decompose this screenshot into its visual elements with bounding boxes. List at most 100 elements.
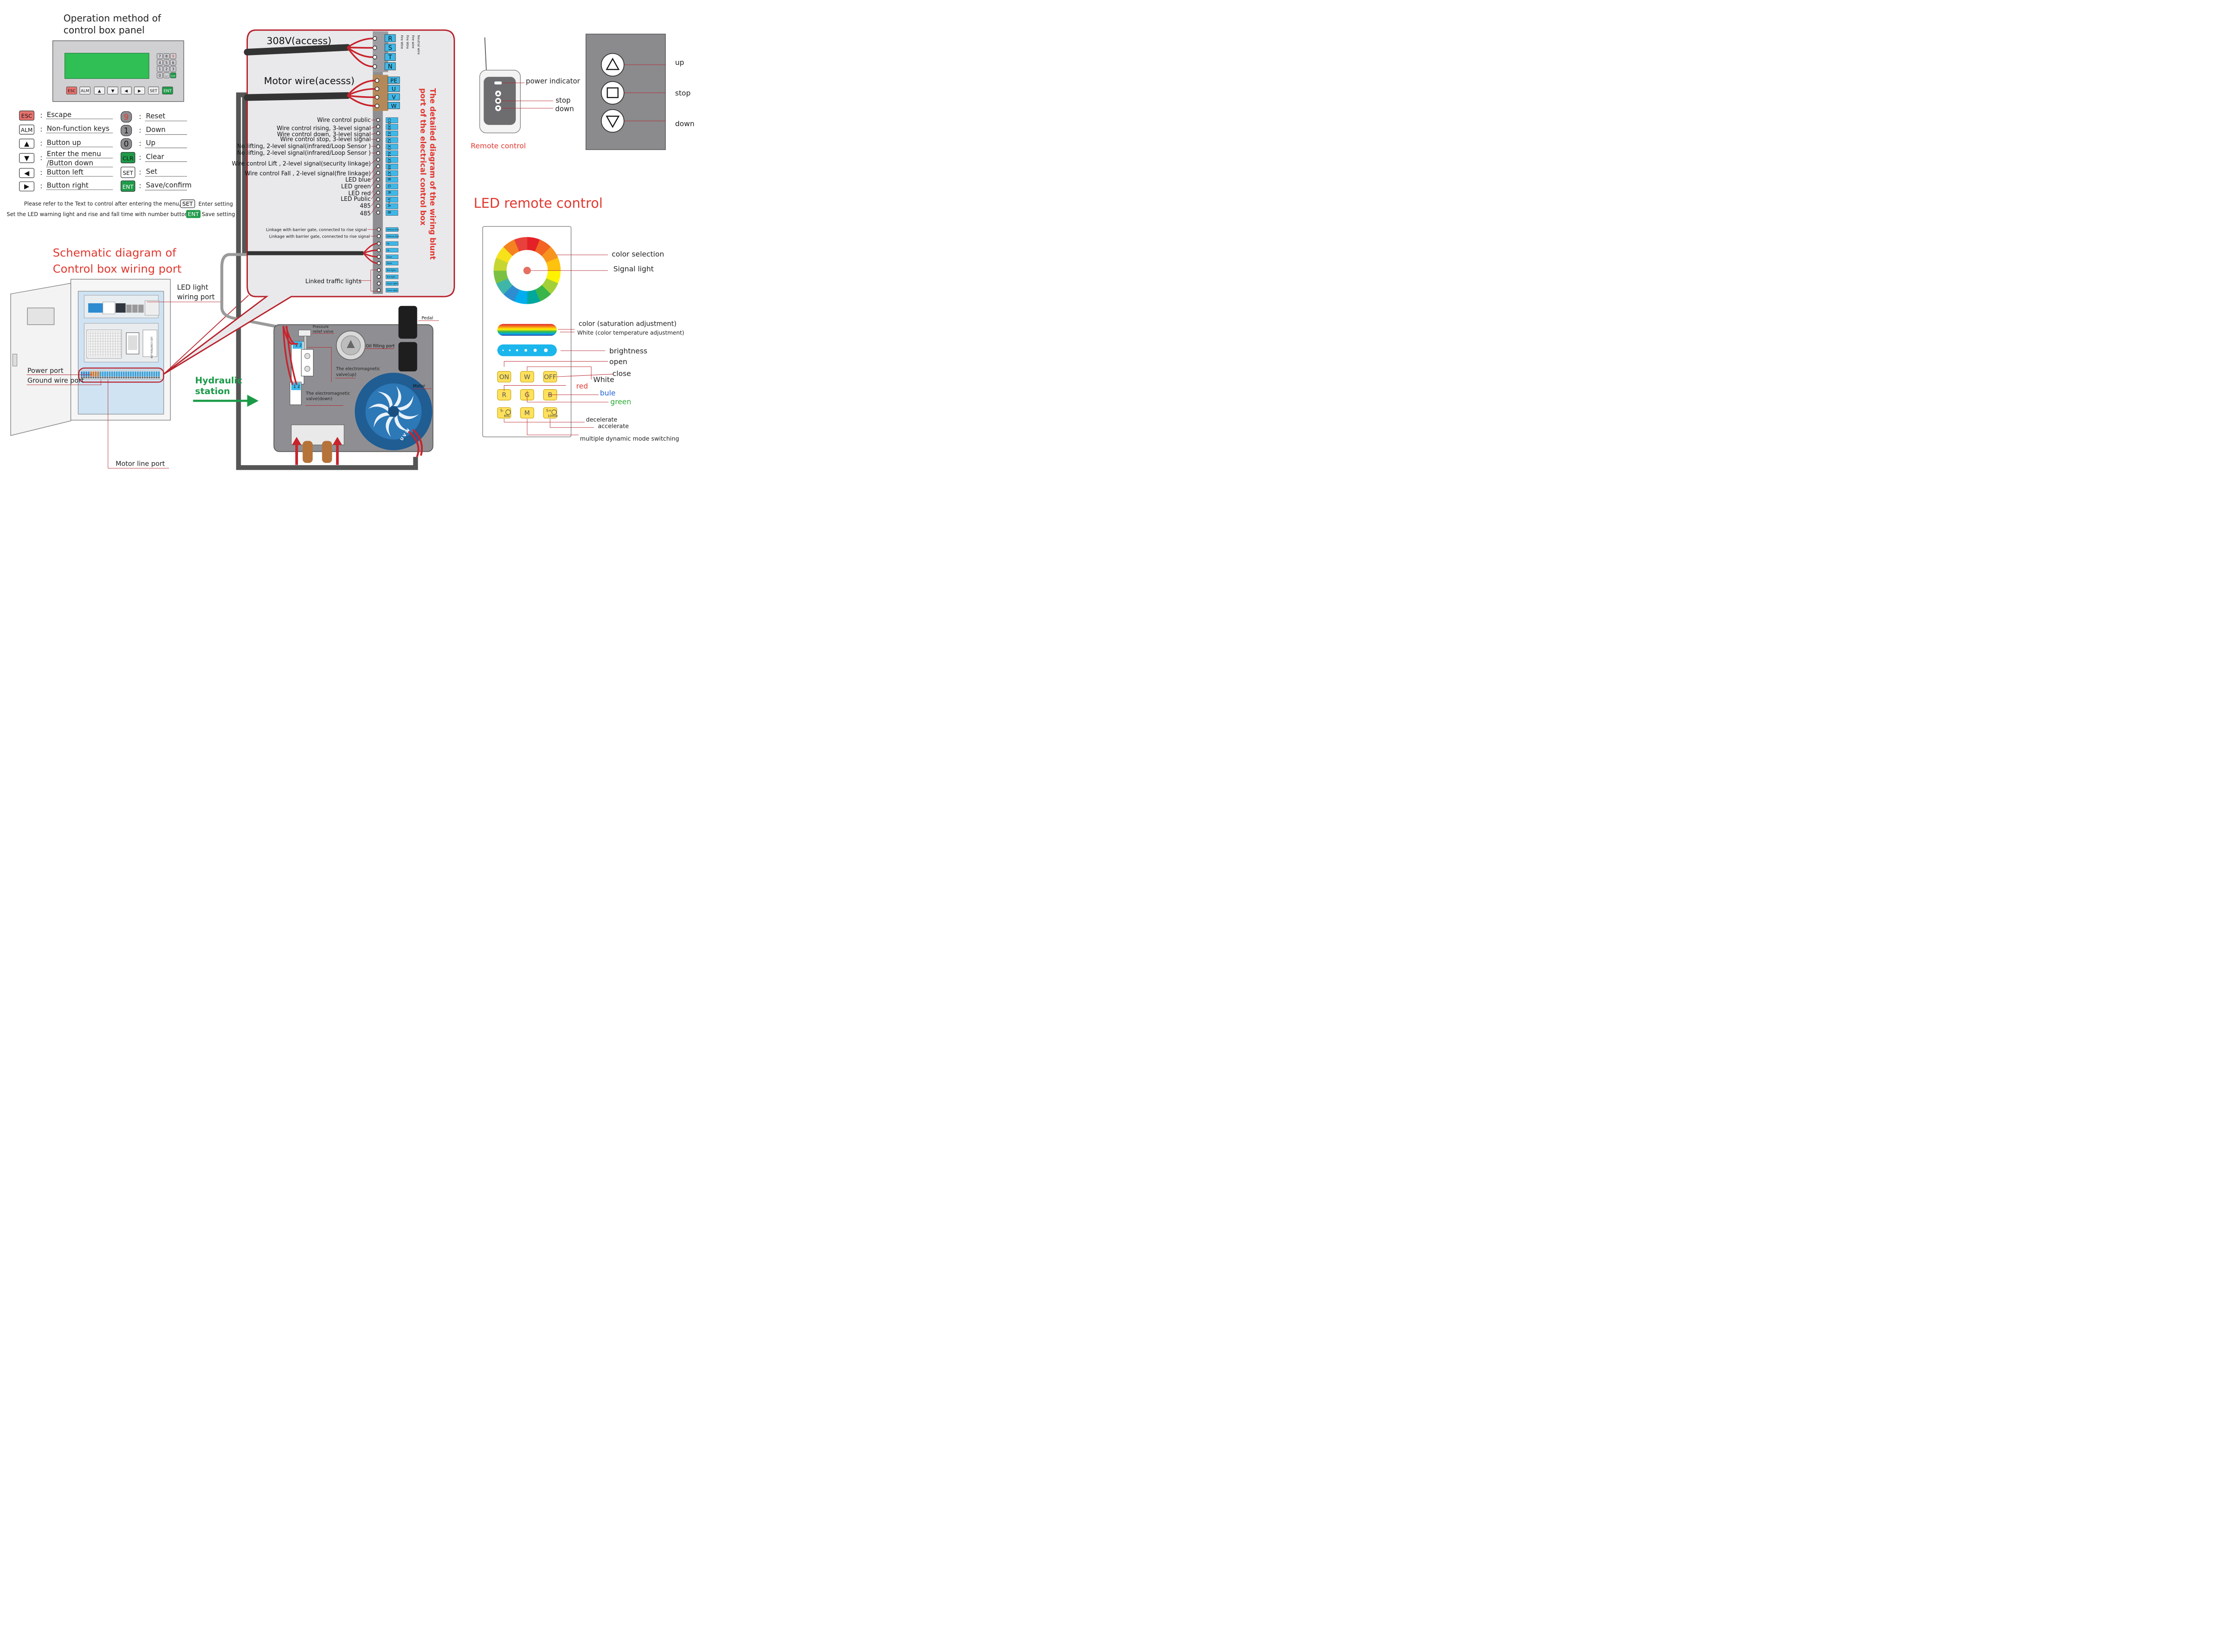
- hydraulic-title-line1: Hydraulic: [195, 375, 242, 386]
- legend-key-label: ▼: [24, 154, 30, 162]
- motor-terminal-label: W: [391, 102, 396, 109]
- led-remote-button-sub: 10min: [548, 414, 558, 418]
- color-selection-label: color selection: [612, 250, 664, 258]
- keypad-key[interactable]: [170, 72, 176, 78]
- control-wire-label: Wire control rising, 3-level signal: [276, 125, 370, 132]
- led-remote-button[interactable]: [520, 371, 534, 382]
- hydraulic-title-line2: station: [195, 386, 230, 396]
- legend-key: [19, 181, 34, 191]
- panel-button[interactable]: [162, 86, 173, 95]
- motor-terminal-label: V: [392, 94, 396, 101]
- led-remote-button[interactable]: [497, 407, 511, 419]
- led-remote-button-label: OFF: [544, 374, 557, 381]
- power-access-label: 308V(access): [267, 36, 332, 47]
- keypad-key[interactable]: [163, 59, 170, 66]
- module-gray2: [132, 304, 138, 313]
- pressure-relief-line1: Pressure: [313, 324, 329, 329]
- power-terminal-label: N: [388, 64, 392, 71]
- keypad-key-label: CLR: [171, 75, 175, 77]
- accelerate-label: accelerate: [598, 423, 629, 430]
- keypad-key[interactable]: [157, 53, 163, 59]
- svg-text::: :: [139, 113, 141, 121]
- valve-down-top: [291, 382, 301, 391]
- panel-button[interactable]: [120, 86, 132, 95]
- panel-button[interactable]: [148, 86, 159, 95]
- power-indicator-led: [494, 81, 502, 85]
- valve-up-num2: 2: [299, 343, 302, 348]
- brightness-label: brightness: [609, 347, 647, 355]
- control-terminal-label: X4: [387, 152, 391, 157]
- keypad-key-label: 3: [172, 67, 174, 71]
- switch-up-btn[interactable]: [601, 53, 625, 77]
- small-terminal-label: Red light-: [387, 276, 396, 278]
- remote-down-label: down: [555, 105, 574, 113]
- control-terminal-label: X3: [387, 145, 391, 150]
- control-wire-label: Wire control stop, 3-level signal: [280, 136, 371, 143]
- svg-text::: :: [139, 140, 141, 148]
- led-controller-label: LED CONTROLLER: [150, 337, 153, 359]
- panel-button[interactable]: [94, 86, 105, 95]
- keypad-key[interactable]: [157, 59, 163, 66]
- led-port-label-line1: LED light: [177, 283, 208, 291]
- legend-text: Enter the menu: [47, 150, 101, 158]
- keypad-key[interactable]: [157, 72, 163, 78]
- keypad-key-label: 4: [159, 60, 161, 65]
- svg-text::: :: [139, 182, 141, 190]
- panel-note-after2: Save setting: [202, 211, 235, 217]
- keypad-key-label: 1: [159, 67, 161, 71]
- keypad-key-label: 0: [159, 73, 161, 77]
- control-terminal-label: X1: [387, 132, 391, 137]
- led-remote-button[interactable]: [497, 371, 511, 382]
- switch-down-btn[interactable]: [601, 109, 625, 133]
- panel-note-line1: Please refer to the Text to control afte…: [24, 200, 181, 207]
- switch-stop-btn[interactable]: [601, 81, 625, 105]
- led-remote-button[interactable]: [543, 407, 557, 419]
- legend-text: Button left: [47, 168, 84, 176]
- panel-title-line2: control box panel: [64, 25, 145, 36]
- svg-text::: :: [40, 154, 43, 162]
- legend-key-label: ENT: [122, 183, 133, 190]
- led-remote-button-label: S+: [546, 408, 552, 412]
- legend-key-label: 0: [124, 140, 129, 149]
- remote-control-label: Remote control: [471, 142, 526, 150]
- panel-button[interactable]: [79, 86, 91, 95]
- remote-section: power indicator stop down Remote control…: [471, 34, 694, 150]
- control-wire-label: Wire control Fall , 2-level signal(fire …: [245, 170, 371, 177]
- led-port-label-line2: wiring port: [177, 293, 215, 301]
- keypad-key[interactable]: [170, 59, 176, 66]
- keypad-key[interactable]: [163, 53, 170, 59]
- legend-text: Clear: [146, 153, 164, 161]
- pump-left: [302, 441, 313, 463]
- legend-text: Down: [146, 126, 166, 134]
- svg-text::: :: [40, 182, 43, 190]
- panel-button[interactable]: [66, 86, 77, 95]
- power-terminal-label: T: [388, 54, 392, 61]
- led-remote-button-label: W: [524, 374, 530, 381]
- signal-light: [523, 267, 531, 275]
- saturation-slider[interactable]: [497, 324, 557, 336]
- control-wire-label: No lifting, 2-level signal(infrared/Loop…: [237, 150, 371, 157]
- mode-switching-label: multiple dynamic mode switching: [580, 436, 679, 442]
- legend-text: Escape: [47, 110, 72, 119]
- legend-key: [120, 166, 136, 178]
- oil-port-arrow: [347, 340, 355, 348]
- led-remote-button-label: ON: [499, 374, 509, 381]
- relief-valve-cap: [298, 330, 311, 336]
- keypad-key[interactable]: [157, 66, 163, 72]
- keypad-key[interactable]: [170, 66, 176, 72]
- legend-key: [19, 153, 34, 163]
- led-remote-button[interactable]: [520, 407, 534, 419]
- hydraulic-section: Hydraulic station 1 2 1 2 Pressure relie…: [193, 306, 439, 465]
- saturation-label: color (saturation adjustment): [578, 320, 676, 328]
- keypad-key[interactable]: [163, 66, 170, 72]
- panel-button[interactable]: [107, 86, 119, 95]
- valve-up-label-line1: The electromagnetic: [336, 366, 380, 371]
- keypad-key[interactable]: [163, 72, 170, 78]
- keypad-key[interactable]: [170, 53, 176, 59]
- legend-key-label: ◀: [24, 169, 30, 177]
- panel-button[interactable]: [134, 86, 145, 95]
- valve-down-num1: 1: [293, 385, 296, 389]
- motor-wire-label: Motor wire(acesss): [264, 76, 355, 87]
